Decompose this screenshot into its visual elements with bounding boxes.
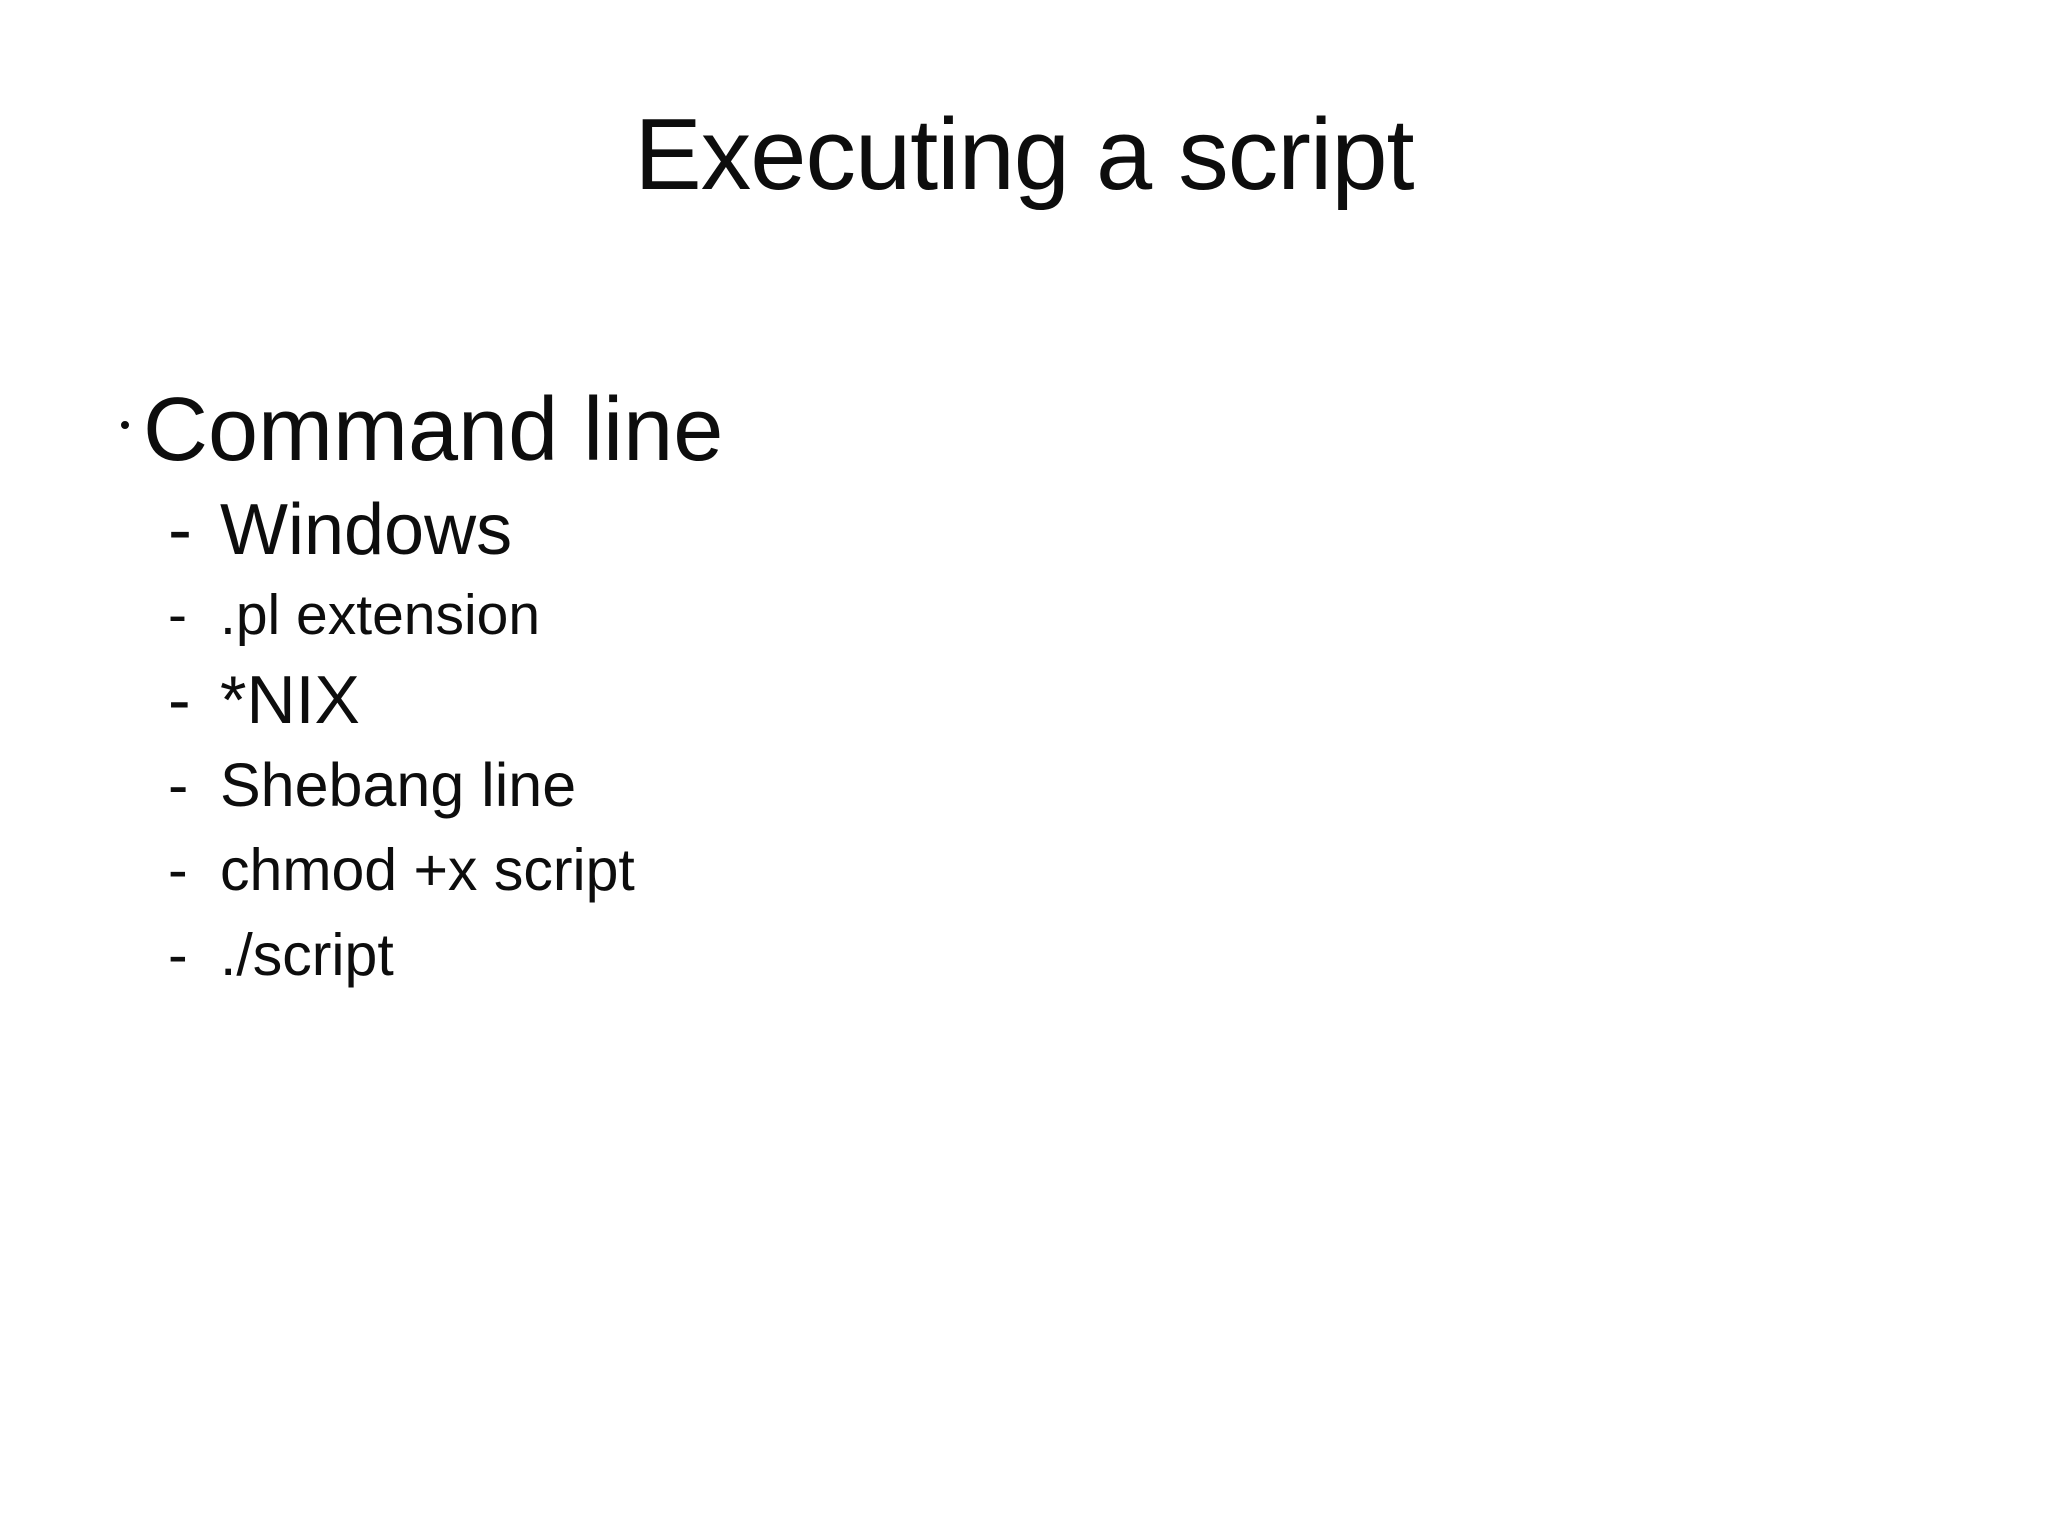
- bullet-dot-icon: [121, 421, 129, 429]
- dash-icon: -: [168, 751, 189, 819]
- dash-icon: -: [168, 922, 188, 988]
- sub-bullet-nix: -*NIX: [168, 658, 635, 743]
- slide-title: Executing a script: [634, 99, 1414, 211]
- sub-bullet-windows: -Windows: [168, 488, 635, 573]
- sub-bullet-label: .pl extension: [220, 583, 541, 647]
- dash-icon: -: [168, 837, 188, 903]
- sub-bullet-label: *NIX: [220, 662, 360, 738]
- sub-bullet-chmod: -chmod +x script: [168, 828, 635, 913]
- dash-icon: -: [168, 490, 192, 570]
- sub-bullet-list: -Windows -.pl extension -*NIX -Shebang l…: [168, 488, 635, 998]
- bullet-label: Command line: [143, 380, 724, 480]
- sub-bullet-label: Shebang line: [220, 751, 577, 819]
- sub-bullet-pl-extension: -.pl extension: [168, 573, 635, 658]
- dash-icon: -: [168, 583, 187, 647]
- sub-bullet-shebang-line: -Shebang line: [168, 743, 635, 828]
- sub-bullet-label: chmod +x script: [220, 837, 635, 903]
- sub-bullet-label: ./script: [220, 922, 394, 988]
- bullet-item-command-line: Command line: [121, 380, 723, 480]
- sub-bullet-label: Windows: [220, 490, 513, 570]
- dash-icon: -: [168, 662, 191, 738]
- sub-bullet-run-script: -./script: [168, 913, 635, 998]
